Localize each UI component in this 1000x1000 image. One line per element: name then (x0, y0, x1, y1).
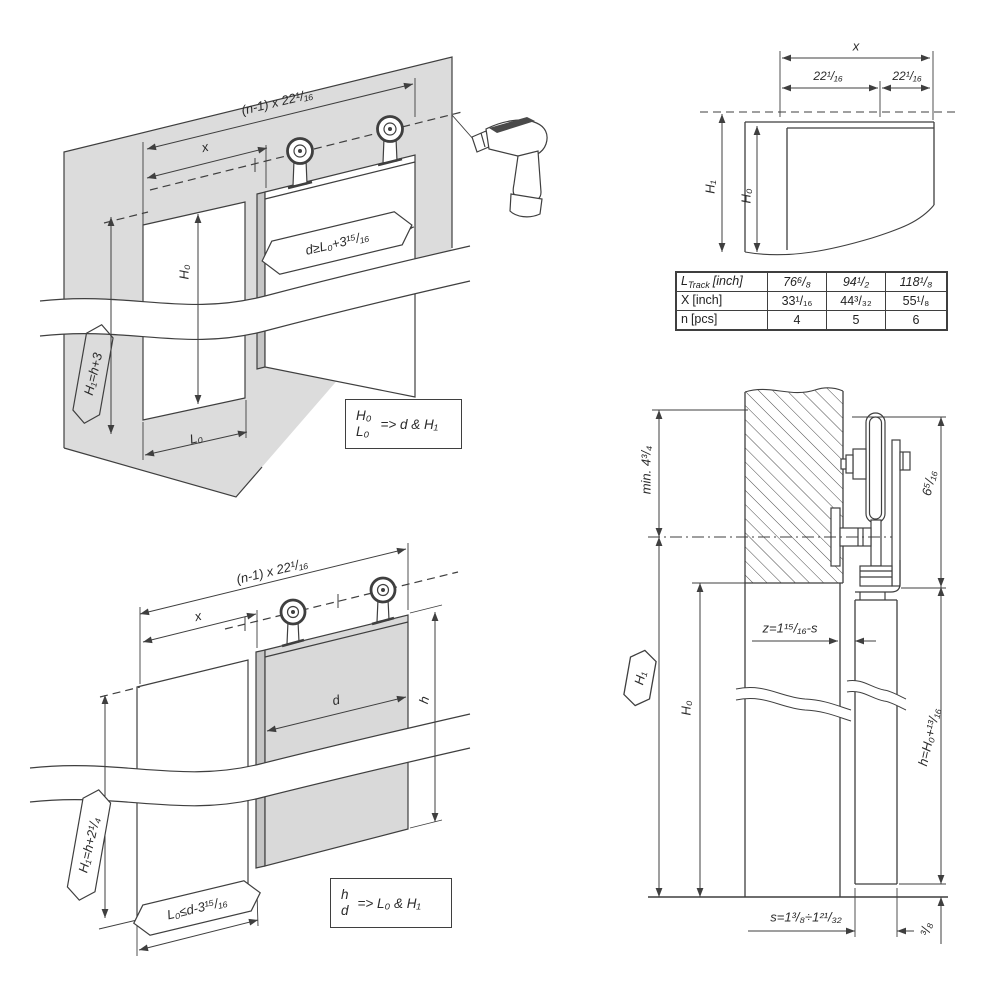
bl-note-box: h d => L₀ & H₁ (330, 878, 452, 928)
wall-outline (744, 121, 935, 256)
table-cell: 4 (767, 310, 827, 331)
bl-note-result: => L₀ & H₁ (357, 895, 421, 911)
table-row: n[pcs] 4 5 6 (675, 310, 948, 331)
tr-h1-dim: H₁ (702, 180, 718, 194)
table-cell: 55¹/₈ (885, 291, 948, 311)
table-row-label: X[inch] (675, 291, 768, 311)
table-row: X[inch] 33¹/₁₆ 44³/₃₂ 55¹/₈ (675, 291, 948, 311)
table-row: LTrack[inch] 76⁶/₈ 94¹/₂ 118¹/₈ (675, 271, 948, 292)
table-cell: 33¹/₁₆ (767, 291, 827, 311)
callout-hexagon (133, 880, 261, 936)
roller-icon (369, 576, 397, 626)
table-cell: 5 (826, 310, 886, 331)
tl-note-given-2: L₀ (356, 424, 370, 439)
br-h0-dim: H₀ (678, 700, 694, 716)
br-z-dim: z=1¹⁵/₁₆-s (762, 620, 818, 636)
tr-spacing-dim-1: 22¹/₁₆ (813, 69, 843, 83)
bl-note-given-1: h (341, 886, 349, 902)
callout-hexagon (623, 649, 657, 707)
dimension-lines (718, 51, 934, 252)
top-left-diagram (39, 56, 548, 512)
bottom-right-diagram (623, 387, 948, 944)
tl-note-box: H₀ L₀ => d & H₁ (345, 399, 462, 449)
wall-below (744, 583, 841, 897)
table-row-label: n[pcs] (675, 310, 768, 331)
tr-x-dim: x (852, 38, 860, 54)
tl-h0-dim: H₀ (176, 264, 192, 280)
bl-note-given-2: d (341, 903, 349, 918)
dimension-lines (652, 409, 946, 944)
bottom-left-diagram (29, 543, 471, 956)
tl-note-given-1: H₀ (356, 407, 372, 423)
table-cell: 6 (885, 310, 948, 331)
table-cell: 94¹/₂ (826, 271, 886, 292)
table-cell: 76⁶/₈ (767, 271, 827, 292)
br-min-clearance-dim: min. 4³/₄ (638, 445, 654, 495)
wall-section (744, 387, 844, 584)
spec-table: LTrack[inch] 76⁶/₈ 94¹/₂ 118¹/₈ X[inch] … (675, 271, 948, 331)
tl-l0-dim: L₀ (188, 429, 204, 447)
table-cell: 118¹/₈ (885, 271, 948, 292)
top-right-diagram (700, 51, 960, 256)
tr-h0-dim: H₀ (738, 188, 754, 204)
roller-icon (279, 598, 307, 648)
callout-hexagon (261, 211, 413, 275)
table-cell: 44³/₃₂ (826, 291, 886, 311)
door-section (854, 599, 898, 885)
table-row-label: LTrack[inch] (675, 271, 768, 292)
br-thickness-dim: s=1³/₈÷1²¹/₃₂ (770, 909, 842, 925)
door-panel (255, 614, 409, 869)
tl-note-result: => d & H₁ (380, 416, 438, 432)
break-band (735, 679, 907, 722)
drill-icon (451, 114, 548, 218)
tr-spacing-dim-2: 22¹/₁₆ (892, 69, 922, 83)
callout-hexagon (72, 323, 114, 425)
callout-hexagon (66, 789, 112, 901)
